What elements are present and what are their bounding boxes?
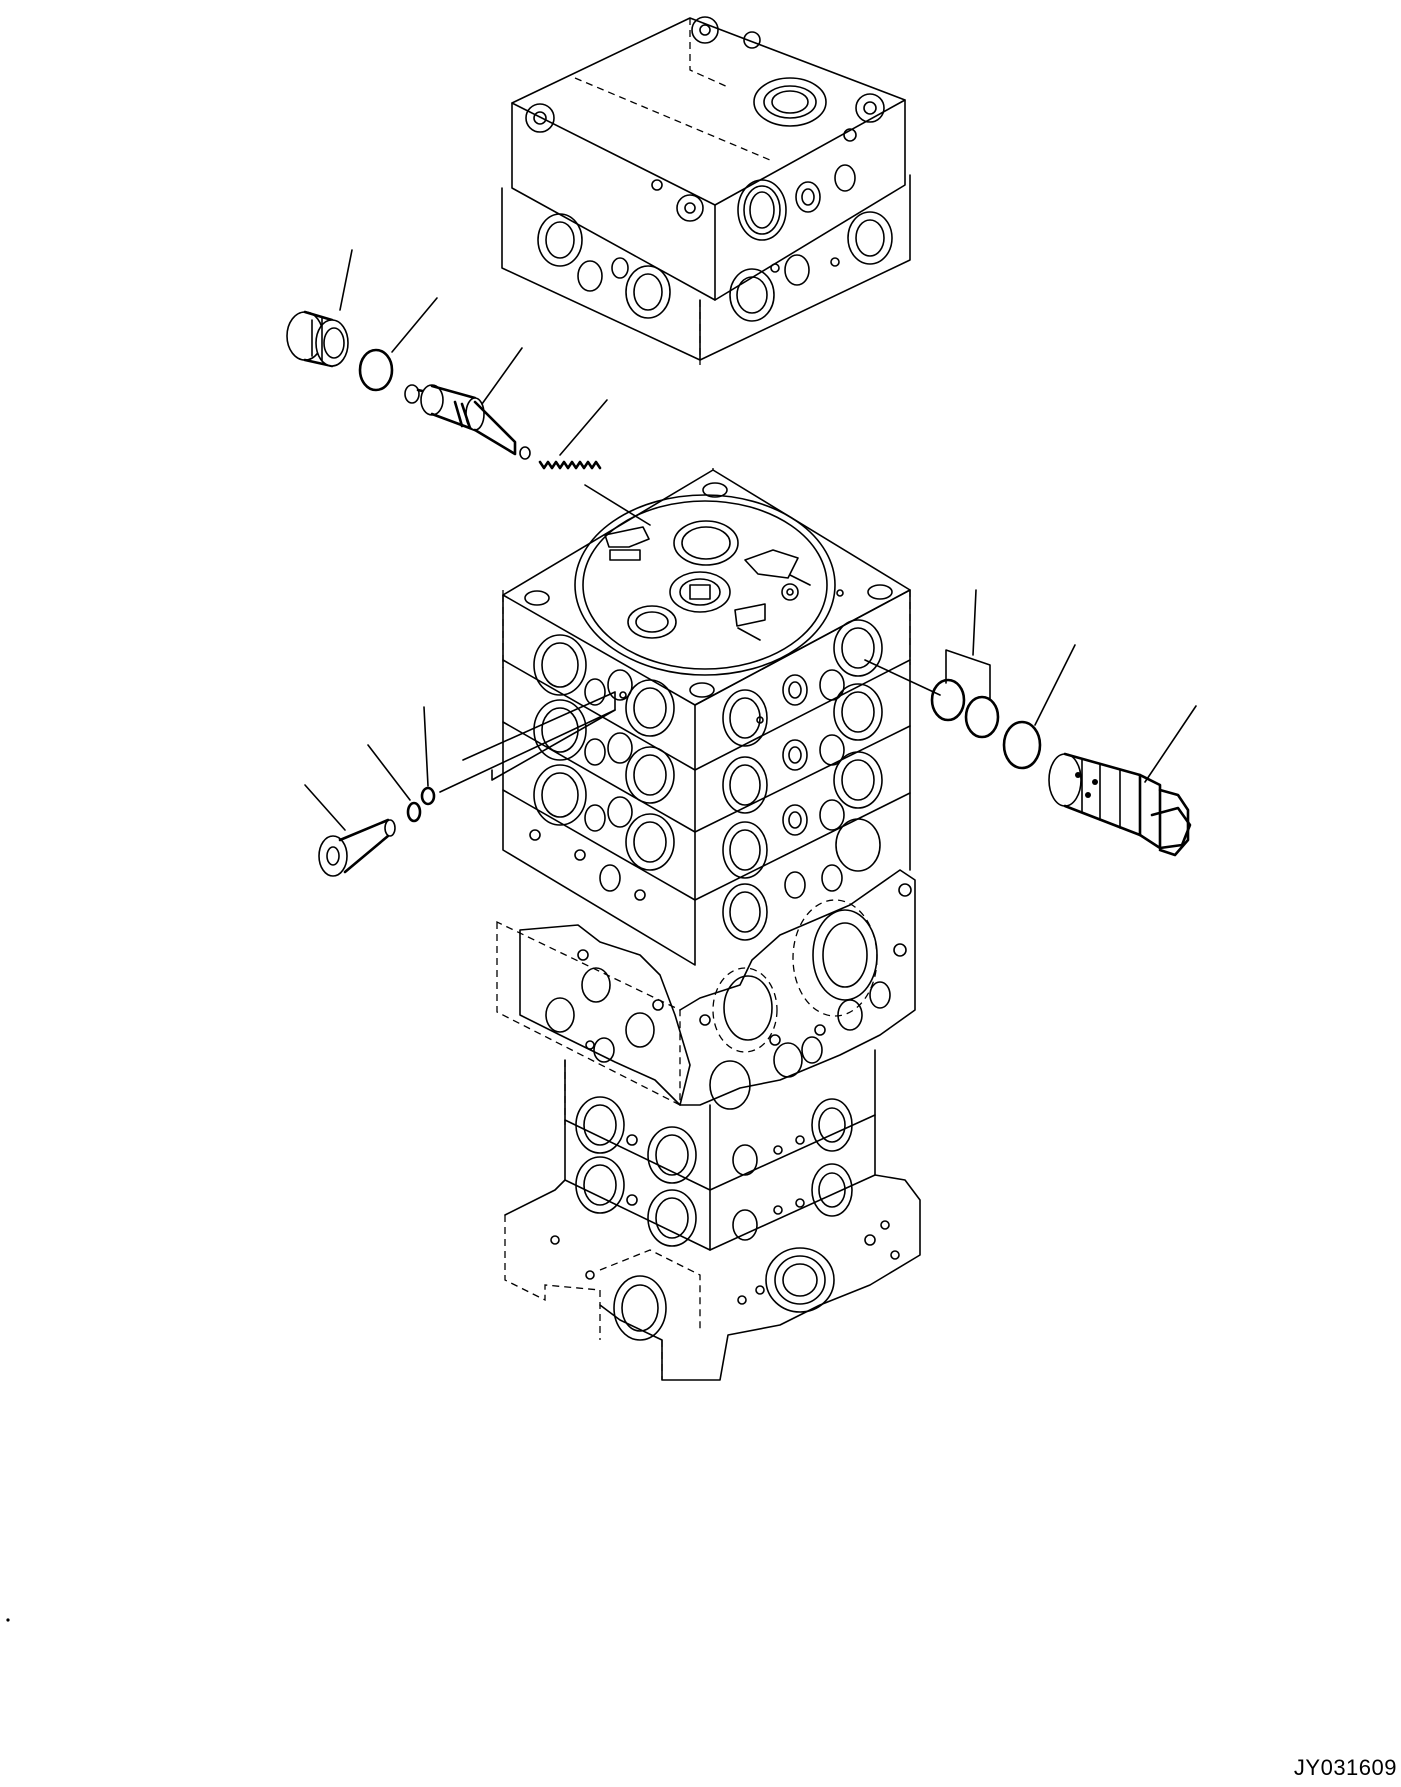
oring-part-upper [358,297,438,392]
ball-part [420,706,436,806]
base-block [504,1174,921,1381]
plug-cap-part [286,249,353,368]
oring-part-right [1002,644,1076,770]
screw-plug-part [304,784,396,877]
orifice-detail-lines [439,691,616,793]
top-cap-block [501,16,911,365]
middle-flange [496,869,916,1110]
lower-section-stack [564,1049,876,1251]
spring-part [538,399,651,526]
oring-part-small [367,744,422,823]
relief-valve-cartridge [1048,705,1197,857]
spool-part [404,347,531,460]
backup-ring-pair [864,589,1000,739]
main-section-stack [502,468,911,966]
figure-code: JY031609 [1293,1755,1397,1780]
